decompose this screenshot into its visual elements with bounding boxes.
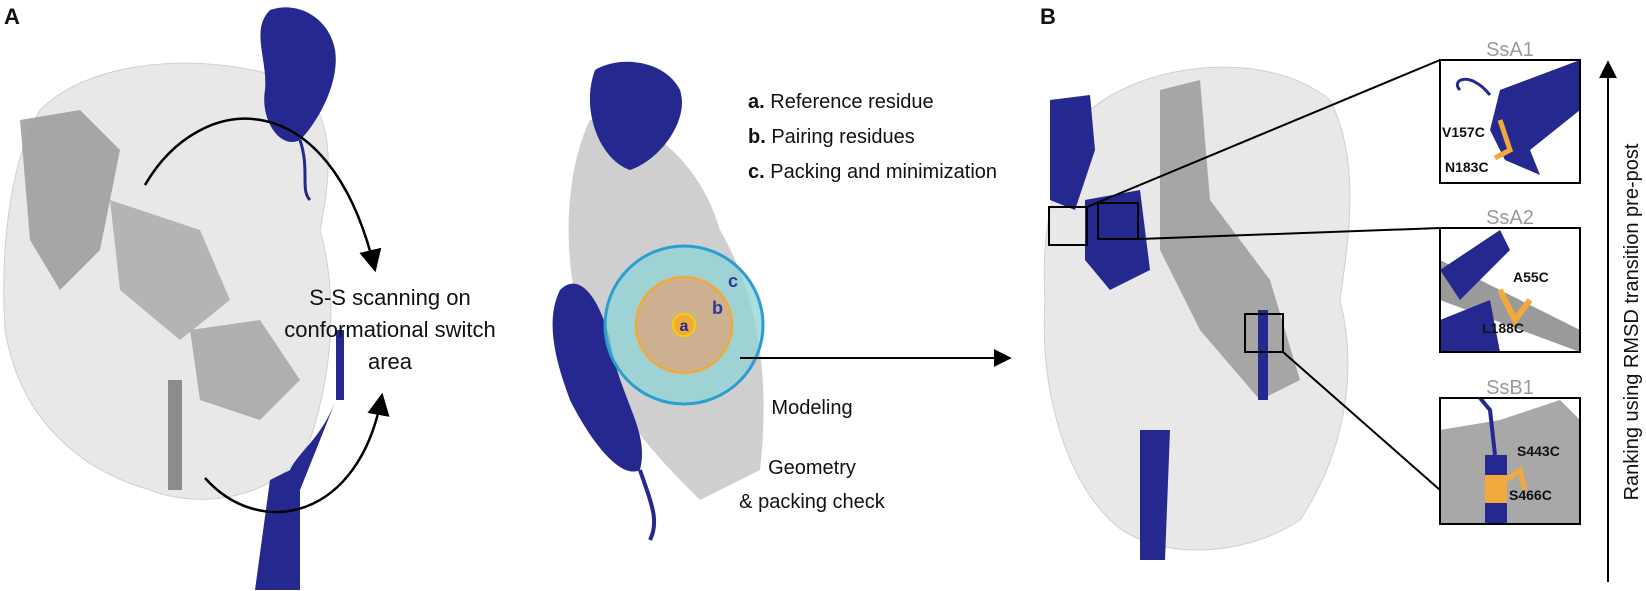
panel-b-label: B xyxy=(1040,4,1056,29)
inset-title: SsB1 xyxy=(1486,377,1534,399)
residue-label: N183C xyxy=(1445,159,1489,175)
residue-label: A55C xyxy=(1513,269,1549,285)
step-c-key: c. xyxy=(748,161,765,183)
step-a-key: a. xyxy=(748,91,765,113)
site-box-ssb1[interactable] xyxy=(1244,313,1284,353)
residue-label: S443C xyxy=(1517,443,1560,459)
residue-label: S466C xyxy=(1509,487,1552,503)
inset-title: SsA1 xyxy=(1486,39,1534,61)
check-label-line2: & packing check xyxy=(739,491,886,513)
svg-text:b. Pairing residues: b. Pairing residues xyxy=(748,126,915,148)
sphere-label-b: b xyxy=(712,298,723,318)
residue-label: L188C xyxy=(1482,320,1524,336)
blue-domain-top xyxy=(260,7,336,202)
ranking-label: Ranking using RMSD transition pre-post xyxy=(1621,143,1643,500)
connector-ssa2 xyxy=(1137,227,1441,240)
scan-text-line3: area xyxy=(368,349,413,374)
modeling-label: Modeling xyxy=(771,397,852,419)
steps-list: a. Reference residue b. Pairing residues… xyxy=(748,91,997,183)
protein-right xyxy=(1043,66,1351,560)
sphere-label-c: c xyxy=(728,271,738,291)
svg-text:c. Packing and minimization: c. Packing and minimization xyxy=(748,161,997,183)
step-a-text: Reference residue xyxy=(770,91,933,113)
panel-a-label: A xyxy=(4,4,20,29)
inset-ssa2: SsA2 A55C L188C xyxy=(1439,207,1581,353)
sphere-label-a: a xyxy=(680,318,689,335)
site-box-ssa1[interactable] xyxy=(1048,206,1088,246)
step-b-text: Pairing residues xyxy=(771,126,914,148)
step-b-key: b. xyxy=(748,126,766,148)
connector-ssa1 xyxy=(1086,59,1441,208)
scan-text-line1: S-S scanning on xyxy=(309,285,470,310)
step-c-text: Packing and minimization xyxy=(770,161,997,183)
inset-ssb1: SsB1 S443C S466C xyxy=(1439,377,1581,525)
residue-label: V157C xyxy=(1442,124,1485,140)
curved-arrow-top xyxy=(143,117,382,273)
inset-ssa1: SsA1 V157C N183C xyxy=(1439,39,1581,184)
scan-text-line2: conformational switch xyxy=(284,317,496,342)
reference-residue-marker xyxy=(672,313,696,337)
svg-text:a. Reference residue: a. Reference residue xyxy=(748,91,934,113)
connector-ssb1 xyxy=(1282,351,1441,491)
check-label-line1: Geometry xyxy=(768,457,856,479)
curved-arrow-bottom xyxy=(204,392,390,514)
site-box-ssa2[interactable] xyxy=(1097,202,1139,240)
inset-title: SsA2 xyxy=(1486,207,1534,229)
protein-surface-left xyxy=(3,62,332,500)
blue-domain-bottom xyxy=(255,330,344,590)
